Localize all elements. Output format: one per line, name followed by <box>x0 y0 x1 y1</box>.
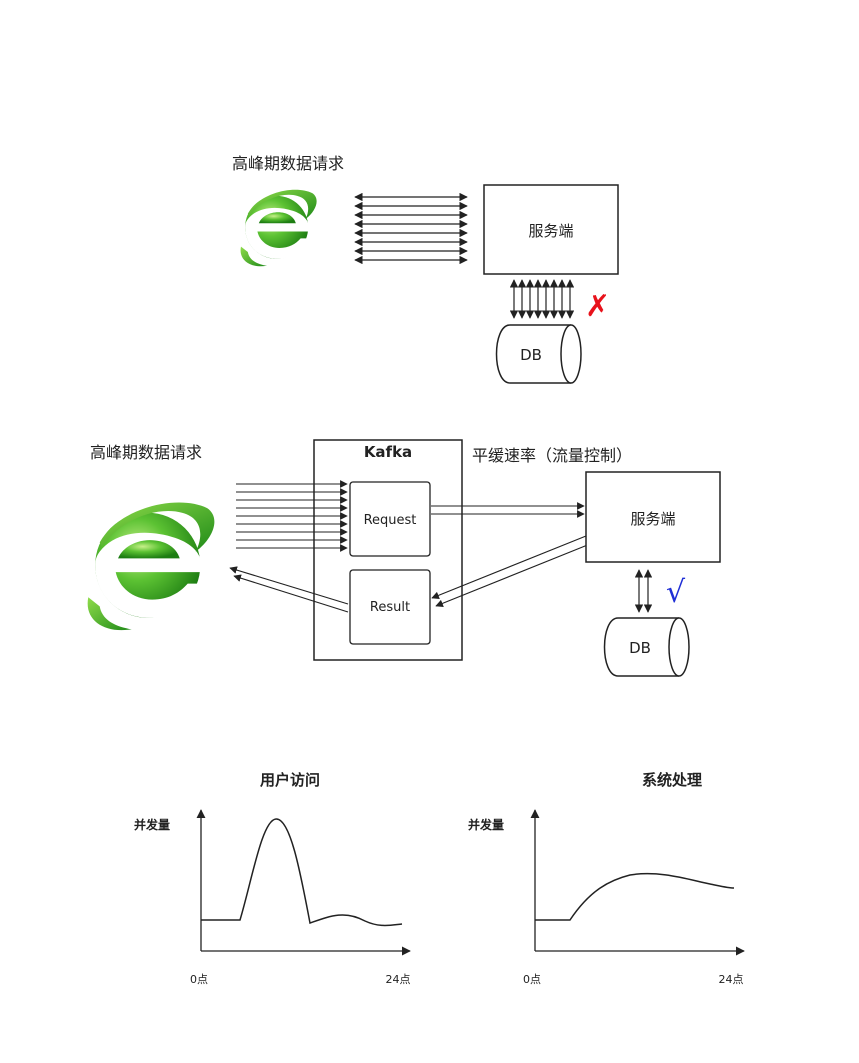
diagram2-db-cylinder <box>603 617 690 677</box>
diagram-2: 高峰期数据请求 Kafka Request Result <box>87 439 721 677</box>
diagram1-server-label: 服务端 <box>528 222 573 240</box>
result-to-browser-arrows <box>229 566 349 613</box>
chart1-spike-curve <box>201 818 403 927</box>
diagram2-db-arrows <box>634 569 653 613</box>
chart1-x-end: 24点 <box>386 973 411 986</box>
diagram1-db-label: DB <box>520 346 542 364</box>
diagram1-fail-mark: ✗ <box>585 289 610 324</box>
diagram2-title: 高峰期数据请求 <box>90 443 202 462</box>
rate-control-label: 平缓速率（流量控制） <box>472 446 632 465</box>
diagram1-title: 高峰期数据请求 <box>232 154 344 173</box>
chart1-x-start: 0点 <box>190 973 208 986</box>
user-access-chart: 用户访问 并发量 0点 24点 <box>134 771 411 986</box>
result-label: Result <box>370 600 410 615</box>
chart2-x-end: 24点 <box>719 973 744 986</box>
kafka-label: Kafka <box>364 443 412 461</box>
diagram2-server-label: 服务端 <box>630 510 675 528</box>
result-box <box>349 569 431 645</box>
diagram1-db-cylinder <box>495 324 582 384</box>
diagram1-db-arrows <box>509 279 575 319</box>
browser-icon <box>240 189 317 267</box>
request-to-server-arrows <box>431 502 585 518</box>
request-label: Request <box>364 513 417 528</box>
system-processing-chart: 系统处理 并发量 0点 24点 <box>468 771 745 986</box>
browser-icon <box>87 502 215 631</box>
server-to-result-arrows <box>431 535 591 607</box>
diagram-1: 高峰期数据请求 服务端 ✗ <box>232 154 619 384</box>
chart2-x-start: 0点 <box>523 973 541 986</box>
chart2-ylabel: 并发量 <box>468 817 504 832</box>
chart2-title: 系统处理 <box>642 771 702 789</box>
diagram2-ok-mark: √ <box>666 575 686 610</box>
diagram1-request-arrows <box>354 192 468 265</box>
diagram1-server-box <box>483 184 619 275</box>
chart1-title: 用户访问 <box>260 771 320 789</box>
request-box <box>349 481 431 557</box>
diagram2-db-label: DB <box>629 639 651 657</box>
chart1-ylabel: 并发量 <box>134 817 170 832</box>
diagram2-incoming-arrows <box>236 480 348 552</box>
chart2-smooth-curve <box>535 872 735 921</box>
diagram2-server-box <box>585 471 721 563</box>
